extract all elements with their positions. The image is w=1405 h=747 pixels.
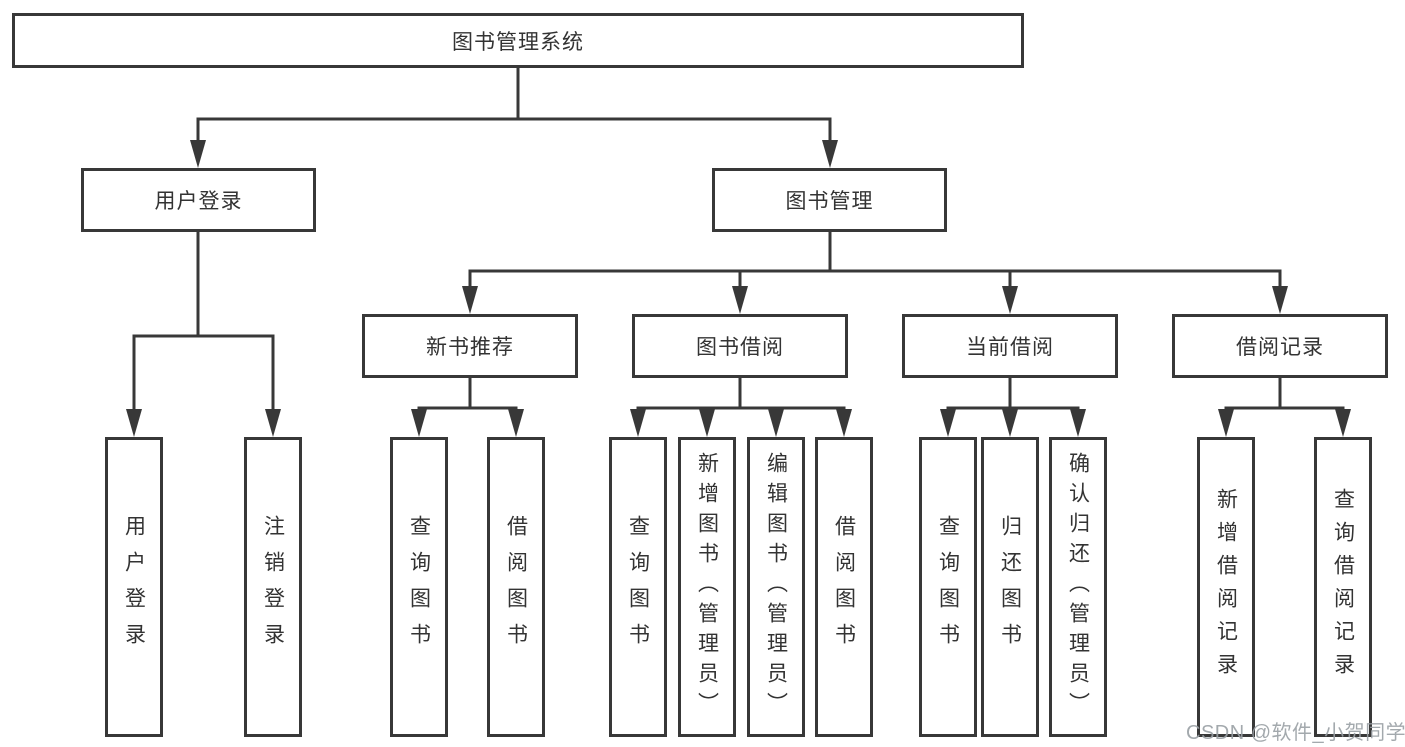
leaf-query-books-current: 查询图书 [919, 437, 977, 737]
leaf-edit-books-admin: 编辑图书（管理员） [747, 437, 805, 737]
node-new-book-recommend: 新书推荐 [362, 314, 578, 378]
leaf-logout: 注销登录 [244, 437, 302, 737]
node-label: 查询图书 [626, 515, 650, 659]
node-label: 借阅记录 [1236, 336, 1324, 359]
node-book-borrowing: 图书借阅 [632, 314, 848, 378]
node-label: 查询图书 [407, 515, 431, 659]
node-label: 编辑图书（管理员） [764, 452, 788, 722]
node-label: 当前借阅 [966, 336, 1054, 359]
node-label: 注销登录 [261, 515, 285, 659]
node-label: 归还图书 [998, 515, 1022, 659]
leaf-query-books-borrowing: 查询图书 [609, 437, 667, 737]
node-current-borrowing: 当前借阅 [902, 314, 1118, 378]
node-label: 新增借阅记录 [1214, 488, 1238, 686]
node-label: 图书管理系统 [452, 30, 584, 54]
leaf-borrow-books-borrowing: 借阅图书 [815, 437, 873, 737]
node-label: 借阅图书 [832, 515, 856, 659]
node-label: 图书借阅 [696, 336, 784, 359]
node-label: 新增图书（管理员） [695, 452, 719, 722]
leaf-add-borrow-record: 新增借阅记录 [1197, 437, 1255, 737]
node-label: 查询图书 [936, 515, 960, 659]
leaf-add-books-admin: 新增图书（管理员） [678, 437, 736, 737]
watermark: CSDN @软件_小贺同学 [1186, 722, 1405, 744]
node-label: 用户登录 [122, 515, 146, 659]
node-borrowing-records: 借阅记录 [1172, 314, 1388, 378]
node-label: 确认归还（管理员） [1066, 452, 1090, 722]
leaf-user-login: 用户登录 [105, 437, 163, 737]
node-user-login: 用户登录 [81, 168, 316, 232]
node-label: 图书管理 [785, 190, 874, 213]
node-label: 借阅图书 [504, 515, 528, 659]
arrowhead-icons [126, 140, 1351, 437]
node-label: 查询借阅记录 [1331, 488, 1355, 686]
leaf-return-books: 归还图书 [981, 437, 1039, 737]
node-label: 用户登录 [154, 190, 243, 213]
leaf-query-borrow-record: 查询借阅记录 [1314, 437, 1372, 737]
node-book-management: 图书管理 [712, 168, 947, 232]
leaf-borrow-books-recommend: 借阅图书 [487, 437, 545, 737]
node-label: 新书推荐 [426, 336, 514, 359]
leaf-query-books-recommend: 查询图书 [390, 437, 448, 737]
node-system-root: 图书管理系统 [12, 13, 1024, 68]
leaf-confirm-return-admin: 确认归还（管理员） [1049, 437, 1107, 737]
